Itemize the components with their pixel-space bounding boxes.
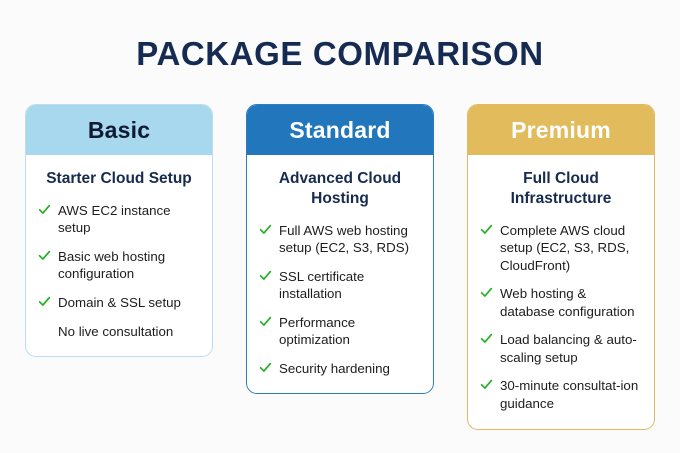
package-card-standard-header: Standard [247, 105, 433, 155]
page-title: PACKAGE COMPARISON [136, 35, 544, 72]
list-item-label: Basic web hosting configuration [58, 248, 166, 282]
list-item-label: Full AWS web hosting setup (EC2, S3, RDS… [279, 222, 410, 256]
check-icon [480, 332, 493, 345]
package-card-standard-body: Advanced Cloud Hosting Full AWS web host… [247, 155, 433, 393]
list-item: Domain & SSL setup [37, 294, 201, 312]
package-card-premium-subtitle: Full Cloud Infrastructure [510, 170, 612, 207]
list-item-label: Domain & SSL setup [58, 295, 181, 311]
list-item: SSL certificate installation [258, 268, 422, 303]
package-card-basic-subtitle: Starter Cloud Setup [46, 170, 192, 187]
list-item: Full AWS web hosting setup (EC2, S3, RDS… [258, 222, 422, 257]
list-item: 30-minute consultat-ion guidance [479, 377, 643, 412]
package-card-deck: Basic Starter Cloud Setup AWS EC2 instan… [25, 104, 655, 430]
check-icon [480, 286, 493, 299]
package-card-premium-feature-list: Complete AWS cloud setup (EC2, S3, RDS, … [479, 222, 643, 413]
list-item: Load balancing & auto-scaling setup [479, 331, 643, 366]
package-card-basic-header: Basic [26, 105, 212, 155]
list-item-label: Security hardening [279, 360, 390, 376]
list-item-label: Web hosting & database configuration [500, 286, 635, 319]
list-item-label: SSL certificate installation [279, 268, 365, 302]
check-icon [259, 269, 272, 282]
check-icon [259, 315, 272, 328]
check-icon [480, 378, 493, 391]
check-icon [38, 295, 51, 308]
package-card-premium-body: Full Cloud Infrastructure Complete AWS c… [468, 155, 654, 429]
check-icon [259, 223, 272, 236]
list-item: Web hosting & database configuration [479, 285, 643, 320]
package-card-standard-subtitle: Advanced Cloud Hosting [278, 170, 402, 207]
check-icon [259, 361, 272, 374]
package-card-premium-header: Premium [468, 105, 654, 155]
list-item: Complete AWS cloud setup (EC2, S3, RDS, … [479, 222, 643, 275]
list-item-label: Load balancing & auto-scaling setup [500, 332, 637, 365]
package-card-premium[interactable]: Premium Full Cloud Infrastructure Comple… [467, 104, 655, 430]
list-item-label: AWS EC2 instance setup [58, 202, 171, 236]
list-item: Security hardening [258, 360, 422, 378]
list-item-label: Performance optimization [279, 314, 356, 348]
package-card-standard[interactable]: Standard Advanced Cloud Hosting Full AWS… [246, 104, 434, 395]
check-icon [38, 203, 51, 216]
package-card-standard-feature-list: Full AWS web hosting setup (EC2, S3, RDS… [258, 222, 422, 378]
list-item-label: No live consultation [58, 323, 174, 339]
check-icon [480, 223, 493, 236]
list-item-label: Complete AWS cloud setup (EC2, S3, RDS, … [500, 222, 630, 273]
list-item: Performance optimization [258, 314, 422, 349]
package-card-basic[interactable]: Basic Starter Cloud Setup AWS EC2 instan… [25, 104, 213, 358]
list-item: Basic web hosting configuration [37, 248, 201, 283]
package-card-basic-body: Starter Cloud Setup AWS EC2 instance set… [26, 155, 212, 356]
check-icon [38, 249, 51, 262]
list-item-unchecked: No live consultation [37, 323, 201, 341]
package-card-basic-feature-list: AWS EC2 instance setup Basic web hosting… [37, 202, 201, 340]
list-item-label: 30-minute consultat-ion guidance [500, 378, 639, 412]
list-item: AWS EC2 instance setup [37, 202, 201, 237]
